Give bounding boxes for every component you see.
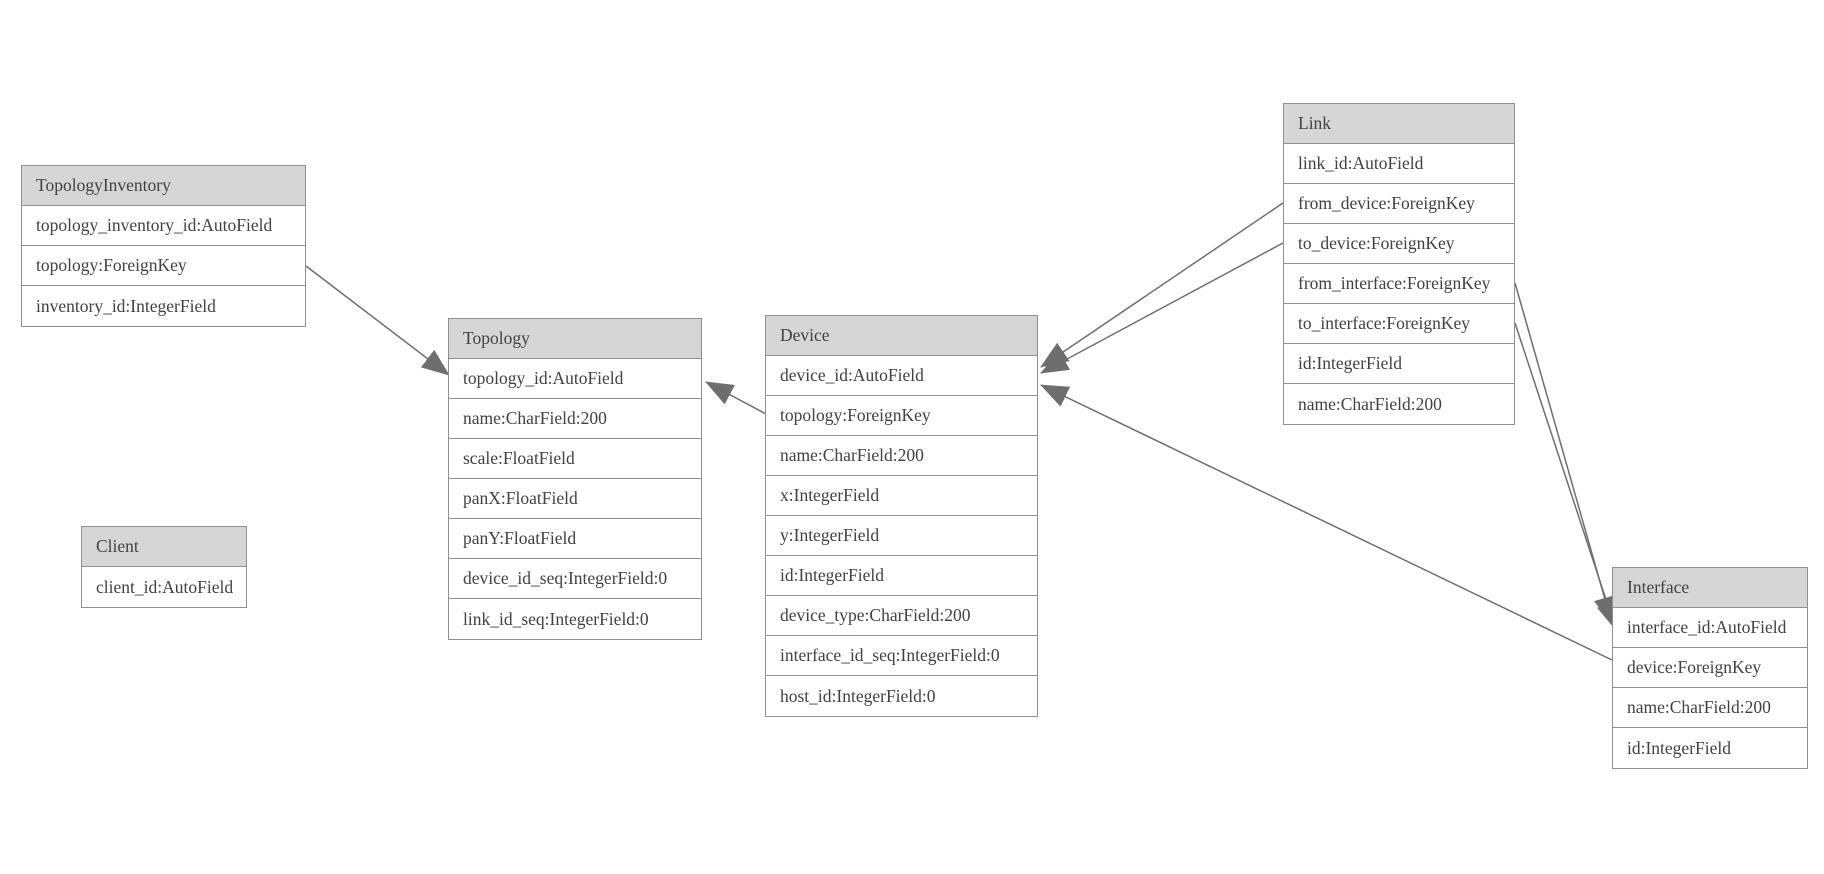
entity-field: scale:FloatField [449,439,701,479]
entity-field: client_id:AutoField [82,567,246,607]
entity-field: panY:FloatField [449,519,701,559]
entity-field: host_id:IntegerField:0 [766,676,1037,716]
entity-field: from_device:ForeignKey [1284,184,1514,224]
entity-field: id:IntegerField [1613,728,1807,768]
entity-field: interface_id:AutoField [1613,608,1807,648]
entity-title-device: Device [766,316,1037,356]
relation-device-topology--topology-topology_id [705,381,767,415]
entity-field: id:IntegerField [1284,344,1514,384]
entity-field: topology:ForeignKey [766,396,1037,436]
entity-field: y:IntegerField [766,516,1037,556]
entity-field: topology_id:AutoField [449,359,701,399]
entity-title-link: Link [1284,104,1514,144]
entity-field: topology_inventory_id:AutoField [22,206,305,246]
entity-field: name:CharField:200 [766,436,1037,476]
entity-field: name:CharField:200 [449,399,701,439]
relation-interface-device--device-device_id [1040,384,1613,661]
entity-title-topologyinventory: TopologyInventory [22,166,305,206]
entity-field: device_id_seq:IntegerField:0 [449,559,701,599]
relation-link-to_interface--interface-interface_id [1514,322,1619,631]
relation-link-to_device--device-device_id [1040,242,1284,374]
relation-link-from_interface--interface-interface_id [1514,282,1616,625]
entity-title-client: Client [82,527,246,567]
entity-field: panX:FloatField [449,479,701,519]
entity-field: to_interface:ForeignKey [1284,304,1514,344]
entity-field: id:IntegerField [766,556,1037,596]
entity-field: device_type:CharField:200 [766,596,1037,636]
entity-title-topology: Topology [449,319,701,359]
entity-field: to_device:ForeignKey [1284,224,1514,264]
entity-title-interface: Interface [1613,568,1807,608]
entity-field: link_id:AutoField [1284,144,1514,184]
entity-field: device:ForeignKey [1613,648,1807,688]
entity-field: inventory_id:IntegerField [22,286,305,326]
relation-link-from_device--device-device_id [1040,202,1284,368]
entity-field: link_id_seq:IntegerField:0 [449,599,701,639]
entity-field: topology:ForeignKey [22,246,305,286]
entity-field: from_interface:ForeignKey [1284,264,1514,304]
entity-field: name:CharField:200 [1613,688,1807,728]
entity-field: x:IntegerField [766,476,1037,516]
entity-field: interface_id_seq:IntegerField:0 [766,636,1037,676]
relation-topologyinventory-topology--topology-topology_id [305,265,450,376]
entity-field: device_id:AutoField [766,356,1037,396]
entity-field: name:CharField:200 [1284,384,1514,424]
